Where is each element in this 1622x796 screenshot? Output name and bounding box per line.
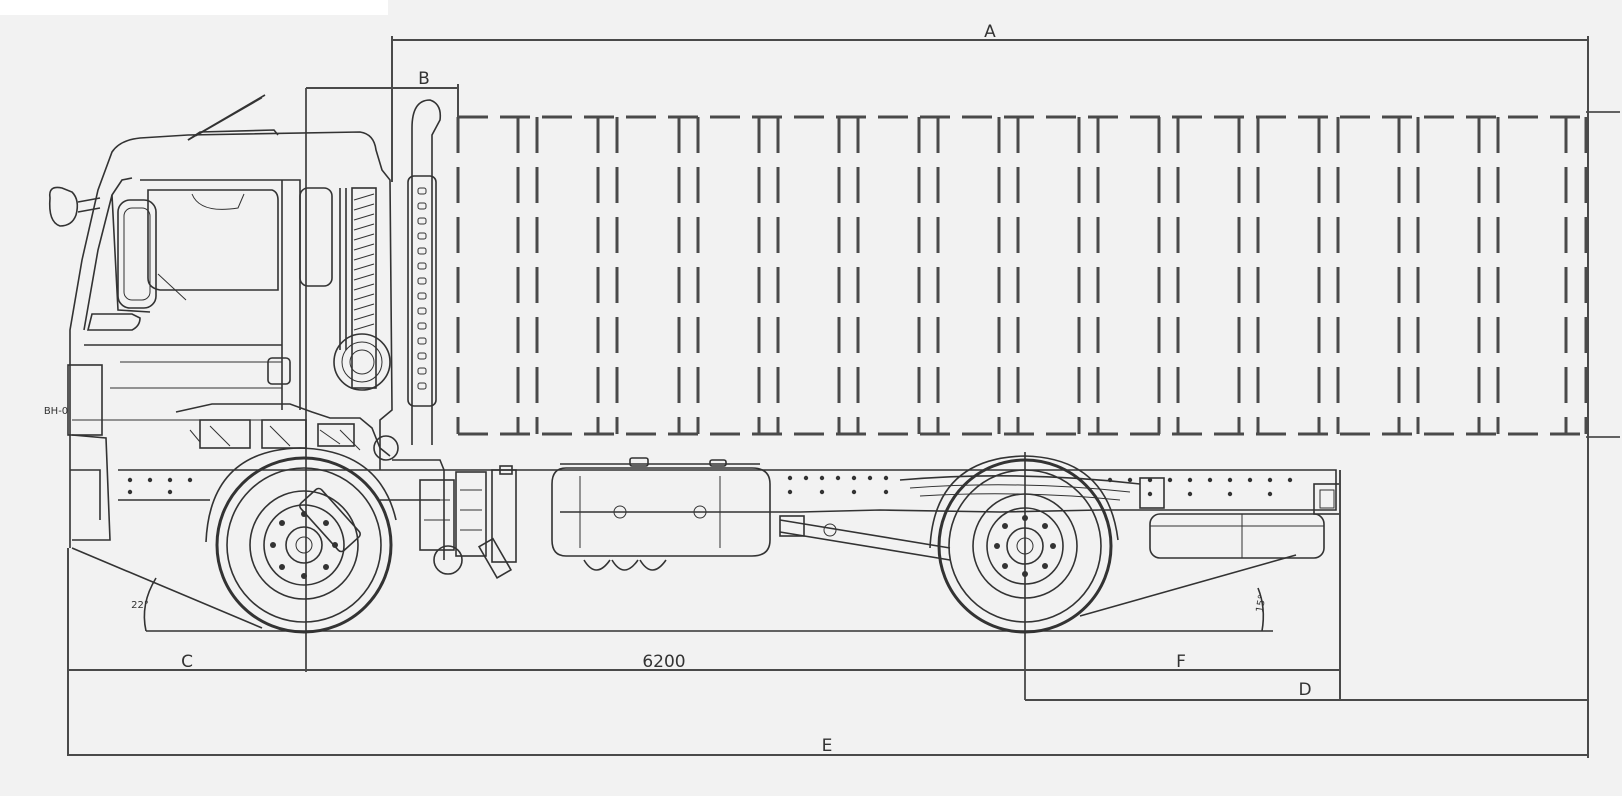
corner-blank (0, 0, 388, 15)
dimension-label-f: F (1176, 652, 1186, 672)
dimension-label-b: B (418, 69, 430, 89)
truck-cab (48, 94, 393, 548)
dimension-label-a: A (984, 22, 996, 42)
fuel-tank (551, 457, 771, 571)
front-wheel (205, 447, 397, 634)
dimension-label-e: E (822, 736, 833, 756)
cargo-body-posts (516, 117, 1588, 434)
rear-wheel (929, 455, 1119, 634)
rear-departure-angle: 15° (1255, 594, 1269, 613)
axle-centerlines (305, 88, 1026, 700)
front-approach-angle: 22° (131, 600, 149, 611)
frame-bolts (127, 475, 1293, 497)
dimension-lines (67, 36, 1589, 758)
engine-block (175, 403, 517, 579)
dimension-label-d: D (1298, 680, 1311, 700)
rear-toolbox (1149, 513, 1325, 559)
dimension-label-wheelbase: 6200 (642, 652, 685, 672)
cab-marker: BH-0 (44, 406, 68, 417)
exhaust-stack (407, 99, 442, 445)
dimension-label-c: C (181, 652, 193, 672)
cargo-body-outline (456, 111, 1620, 438)
ground-clearance-lines (71, 547, 1297, 632)
